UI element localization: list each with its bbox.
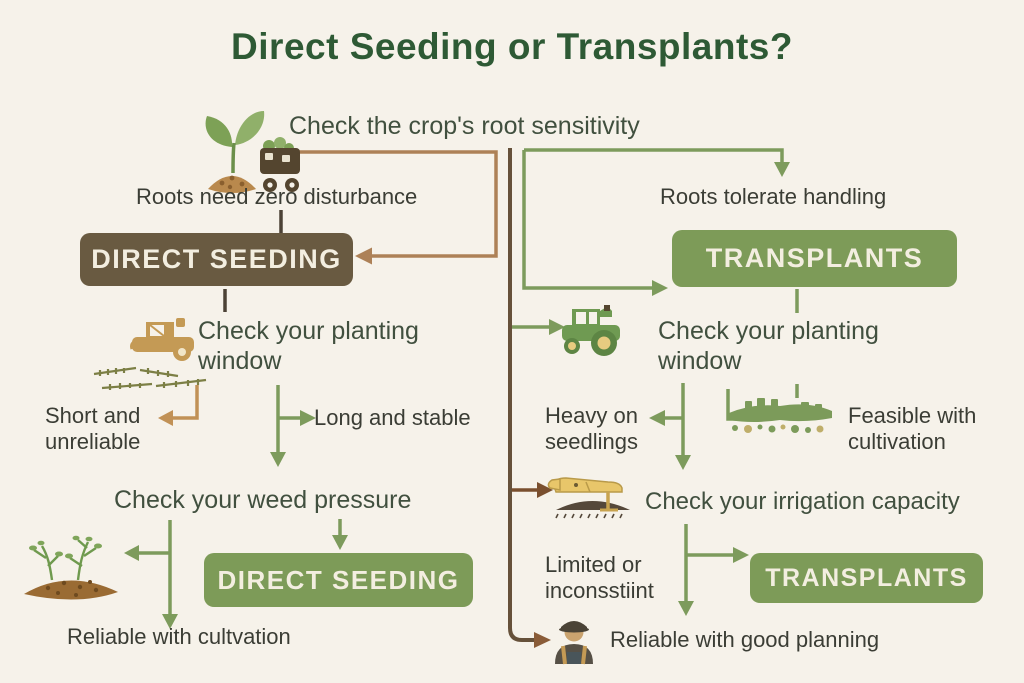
heavy-seedlings-label: Heavy on seedlings bbox=[545, 403, 638, 455]
connector-window-to-heavy-and-irrigation bbox=[649, 383, 691, 470]
weed-direct-seeding-text: DIRECT SEEDING bbox=[217, 564, 460, 595]
connector-irrigation-to-transplants bbox=[678, 524, 749, 616]
root-sensitivity-heading: Check the crop's root sensitivity bbox=[289, 112, 640, 140]
connector-window-to-short bbox=[158, 385, 199, 426]
transplants-result-text: TRANSPLANTS bbox=[705, 243, 924, 273]
reliable-cultivation-label: Reliable with cultvation bbox=[67, 624, 291, 649]
connector-weed-to-cultivation bbox=[124, 520, 178, 629]
seedling-and-harvest-cart-icon bbox=[205, 111, 300, 193]
page-title: Direct Seeding or Transplants? bbox=[231, 26, 793, 67]
irrigation-boom-icon bbox=[547, 477, 630, 519]
irrigation-transplants-text: TRANSPLANTS bbox=[765, 563, 968, 592]
tan-tractor-icon bbox=[130, 318, 194, 361]
roots-zero-disturbance-label: Roots need zero disturbance bbox=[136, 184, 418, 209]
connector-spine-to-green-tractor bbox=[512, 319, 565, 335]
connector-spine-to-irrigation bbox=[512, 482, 553, 498]
feasible-cultivation-label: Feasible with cultivation bbox=[848, 403, 977, 455]
connector-root-to-direct-seeding bbox=[281, 150, 498, 265]
transplants-result-box: TRANSPLANTS bbox=[672, 230, 957, 287]
soil-with-plants-icon bbox=[24, 535, 118, 600]
direct-seeding-result-box: DIRECT SEEDING bbox=[80, 233, 353, 286]
field-rows-sketch-icon bbox=[93, 366, 207, 390]
weed-direct-seeding-box: DIRECT SEEDING bbox=[204, 553, 473, 607]
long-stable-label: Long and stable bbox=[314, 405, 471, 430]
connector-root-to-transplants bbox=[522, 150, 668, 296]
connector-central-spine bbox=[508, 148, 551, 648]
connector-weed-to-direct-seeding bbox=[332, 519, 348, 550]
irrigation-transplants-box: TRANSPLANTS bbox=[750, 553, 983, 603]
seedling-row-icon bbox=[729, 398, 832, 433]
connector-window-to-long-and-weed bbox=[270, 385, 316, 467]
irrigation-capacity-heading: Check your irrigation capacity bbox=[645, 488, 960, 515]
green-tractor-icon bbox=[562, 305, 620, 356]
direct-seeding-result-text: DIRECT SEEDING bbox=[91, 244, 342, 274]
farmer-icon bbox=[555, 621, 593, 665]
limited-inconsistent-label: Limited or inconsstiint bbox=[545, 552, 654, 604]
right-planting-window-heading: Check your planting window bbox=[658, 317, 879, 375]
roots-tolerate-handling-label: Roots tolerate handling bbox=[660, 184, 887, 209]
left-planting-window-heading: Check your planting window bbox=[198, 317, 419, 375]
weed-pressure-heading: Check your weed pressure bbox=[114, 486, 412, 514]
connector-label-stubs bbox=[223, 210, 283, 312]
reliable-planning-label: Reliable with good planning bbox=[610, 627, 880, 652]
short-unreliable-label: Short and unreliable bbox=[45, 403, 141, 455]
connector-root-to-tolerate-label bbox=[524, 148, 790, 177]
